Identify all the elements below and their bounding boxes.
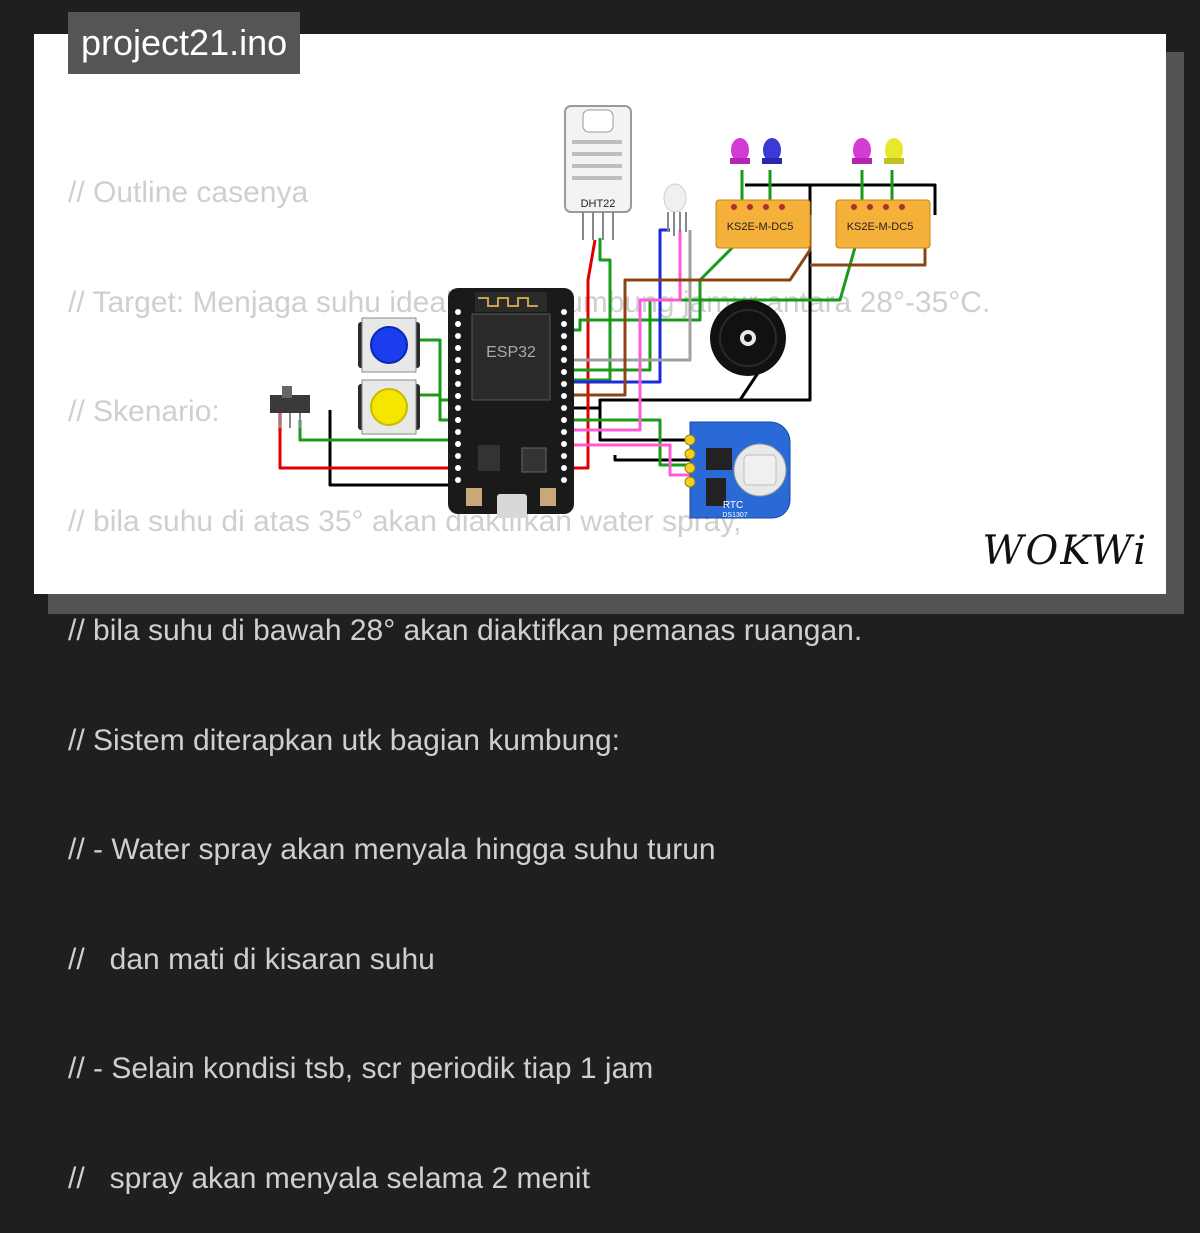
buzzer[interactable] (710, 300, 786, 376)
rtc-module[interactable]: RTC DS1307 (684, 421, 791, 519)
rtc-label: RTC (723, 500, 743, 511)
slide-switch[interactable] (270, 386, 310, 428)
led-blue[interactable] (762, 138, 782, 164)
dht22-label: DHT22 (581, 198, 616, 210)
pushbutton-blue[interactable] (358, 317, 420, 373)
project-title[interactable]: project21.ino (68, 12, 301, 74)
relay-1-label: KS2E-M-DC5 (727, 221, 794, 233)
led-magenta-2[interactable] (852, 138, 872, 164)
esp32-label: ESP32 (486, 344, 536, 361)
code-line: // Outline casenya (68, 176, 309, 209)
relay-module-1[interactable]: KS2E-M-DC5 (715, 199, 811, 249)
led-magenta-1[interactable] (730, 138, 750, 164)
circuit-diagram: DHT22 KS2E-M-DC5 (270, 105, 937, 519)
rgb-led[interactable] (663, 183, 687, 236)
code-line: // Sistem diterapkan utk bagian kumbung: (68, 723, 620, 757)
relay-2-label: KS2E-M-DC5 (847, 221, 914, 233)
code-line: // - Water spray akan menyala hingga suh… (68, 833, 716, 866)
code-line: // spray akan menyala selama 2 menit (68, 1161, 590, 1195)
esp32-board[interactable]: ESP32 (448, 288, 574, 518)
relay-module-2[interactable]: KS2E-M-DC5 (835, 199, 931, 249)
pushbutton-yellow[interactable] (358, 379, 420, 435)
dht22-sensor[interactable]: DHT22 (564, 105, 632, 240)
led-yellow[interactable] (884, 138, 904, 164)
rtc-part: DS1307 (722, 512, 747, 519)
wokwi-logo: WOKWi (982, 528, 1148, 574)
code-line: // dan mati di kisaran suhu (68, 942, 435, 976)
code-line: // - Selain kondisi tsb, scr periodik ti… (68, 1052, 654, 1085)
code-line: // Skenario: (68, 395, 220, 428)
